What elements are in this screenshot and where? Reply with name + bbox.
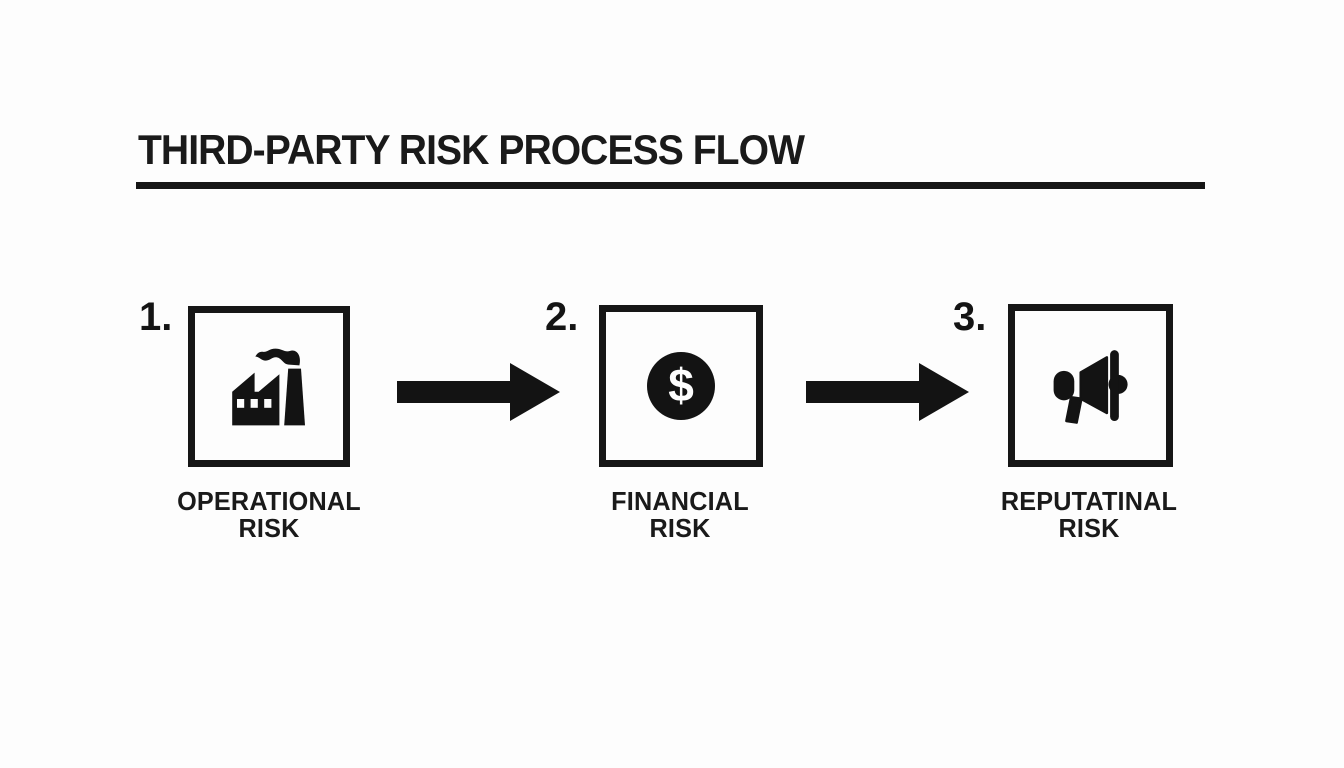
title-underline xyxy=(136,182,1205,189)
step-2-label: FINANCIAL RISK xyxy=(611,486,749,543)
step-1-label: OPERATIONAL RISK xyxy=(177,486,361,543)
dollar-icon: $ xyxy=(647,352,715,420)
megaphone-icon xyxy=(1051,347,1131,425)
step-3-label: REPUTATINAL RISK xyxy=(1000,486,1178,543)
step-3-box xyxy=(1008,304,1173,467)
factory-icon xyxy=(229,346,309,428)
step-3-number: 3. xyxy=(953,295,987,339)
dollar-glyph: $ xyxy=(668,358,694,411)
page-title: THIRD-PARTY RISK PROCESS FLOW xyxy=(138,126,805,173)
arrow-right-icon xyxy=(806,361,971,423)
step-2-number: 2. xyxy=(545,295,579,339)
step-2-box: $ xyxy=(599,305,763,467)
step-1-number: 1. xyxy=(139,295,173,339)
arrow-right-icon xyxy=(397,361,562,423)
step-1-box xyxy=(188,306,350,467)
